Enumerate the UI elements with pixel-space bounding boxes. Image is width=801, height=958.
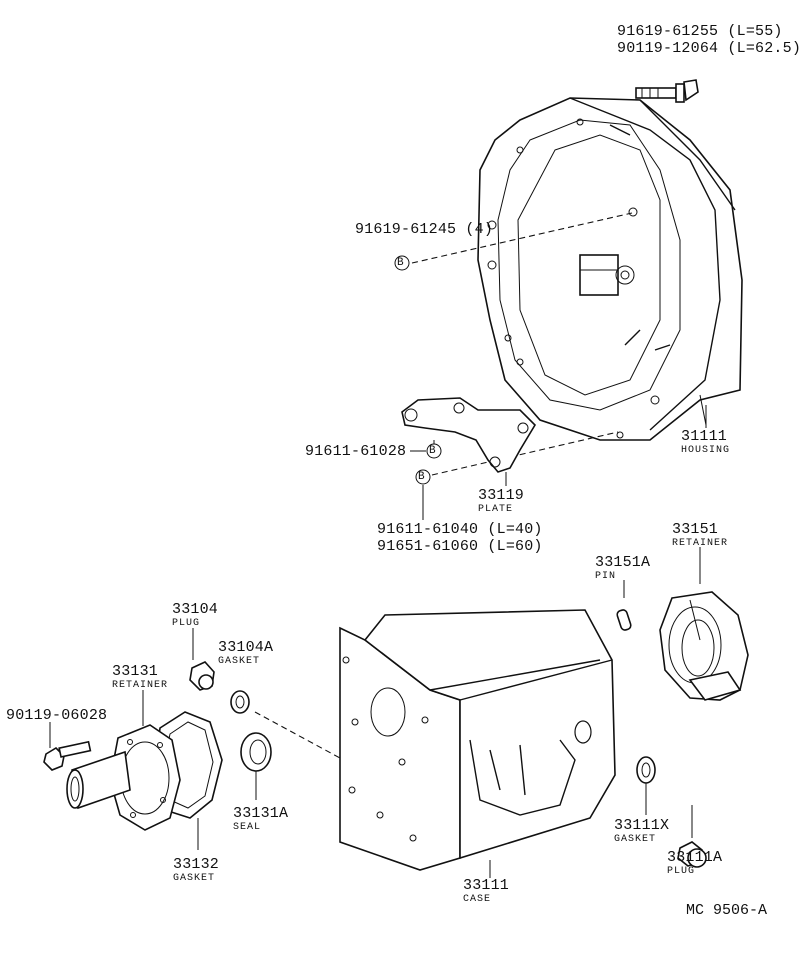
label-retainer-rear: RETAINER xyxy=(672,538,729,549)
retainer-33131 xyxy=(66,690,181,831)
plug-33104 xyxy=(189,628,215,691)
pin-part xyxy=(616,609,632,631)
label-33111-case: 33111 xyxy=(463,877,510,894)
label-pin: PIN xyxy=(595,571,617,582)
label-33151: 33151 xyxy=(672,521,719,538)
label-case: CASE xyxy=(463,894,492,905)
label-90119-06028: 90119-06028 xyxy=(6,707,108,724)
b-marker-text-lower: B xyxy=(418,471,426,483)
bolt-90119-06028 xyxy=(43,722,92,771)
housing-bolt-long xyxy=(635,79,699,103)
label-33131a: 33131A xyxy=(233,805,289,822)
plug-33111a xyxy=(677,805,707,868)
gasket-33104a xyxy=(230,690,250,714)
clutch-housing xyxy=(477,97,743,441)
label-91619-61245: 91619-61245 (4) xyxy=(355,221,494,238)
parts-diagram: 91619-61255 (L=55) 90119-12064 (L=62.5) … xyxy=(6,23,801,919)
bolt-leader-upper xyxy=(411,212,633,264)
label-housing: HOUSING xyxy=(681,445,731,456)
label-91619-61255: 91619-61255 (L=55) xyxy=(617,23,783,40)
label-plug-33111a: PLUG xyxy=(667,866,696,877)
label-gasket-33104a: GASKET xyxy=(218,656,261,667)
label-91611-61040: 91611-61040 (L=40) xyxy=(377,521,543,538)
assembly-leader xyxy=(254,711,341,759)
retainer-rear xyxy=(659,591,749,701)
label-91651-61060: 91651-61060 (L=60) xyxy=(377,538,543,555)
drawing-code: MC 9506-A xyxy=(686,902,768,919)
label-33104: 33104 xyxy=(172,601,219,618)
seal-33131a xyxy=(240,732,272,800)
exploded-view-drawing xyxy=(43,79,749,878)
gasket-33111x xyxy=(636,756,656,815)
label-90119-12064: 90119-12064 (L=62.5) xyxy=(617,40,801,57)
label-gasket-33132: GASKET xyxy=(173,873,216,884)
label-33131: 33131 xyxy=(112,663,159,680)
label-33111x: 33111X xyxy=(614,817,670,834)
b-marker-text-mid: B xyxy=(429,445,437,457)
label-33104a: 33104A xyxy=(218,639,274,656)
b-marker-lower xyxy=(415,469,431,485)
label-91611-61028: 91611-61028 xyxy=(305,443,407,460)
b-marker-text-upper: B xyxy=(397,257,405,269)
label-gasket-33111x: GASKET xyxy=(614,834,657,845)
label-retainer-33131: RETAINER xyxy=(112,680,169,691)
label-33151a: 33151A xyxy=(595,554,651,571)
transmission-case xyxy=(339,609,616,878)
plate-part xyxy=(401,397,537,473)
label-31111: 31111 xyxy=(681,428,728,445)
label-seal: SEAL xyxy=(233,822,262,833)
label-plug-33104: PLUG xyxy=(172,618,201,629)
b-marker-upper xyxy=(394,255,410,271)
label-plate: PLATE xyxy=(478,504,514,515)
label-33111a: 33111A xyxy=(667,849,723,866)
bolt-leader-lower xyxy=(431,431,619,476)
label-33132: 33132 xyxy=(173,856,220,873)
label-33119: 33119 xyxy=(478,487,525,504)
